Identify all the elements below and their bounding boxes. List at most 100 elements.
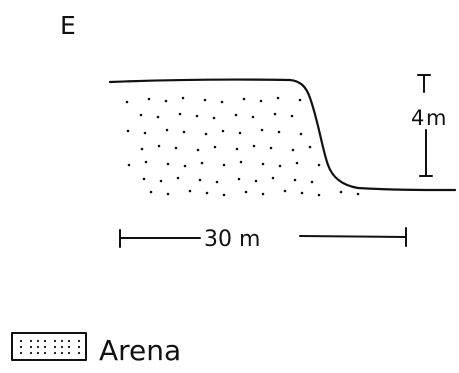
stipple-dot [125, 100, 129, 104]
stipple-dot [235, 147, 239, 151]
stipple-dot [261, 192, 265, 196]
stipple-dot [293, 178, 297, 182]
stipple-dot [43, 345, 47, 349]
stipple-dot [36, 345, 40, 349]
stipple-dot [43, 339, 47, 343]
stipple-dot [181, 96, 185, 100]
stipple-dot [220, 100, 224, 104]
stipple-dot [29, 339, 33, 343]
stipple-dot [147, 97, 151, 101]
stipple-dot [166, 192, 170, 196]
stipple-dot [127, 163, 131, 167]
stipple-dot [60, 339, 64, 343]
stipple-dot [156, 115, 160, 119]
stipple-dot [53, 351, 57, 355]
stipple-dot [139, 113, 143, 117]
stipple-dot [159, 179, 163, 183]
stipple-dot [77, 351, 81, 355]
stipple-dot [234, 113, 238, 117]
stipple-dot [251, 115, 255, 119]
legend-label-arena: Arena [99, 334, 181, 367]
stipple-dot [126, 129, 130, 133]
sand-stipple-fill [125, 96, 360, 197]
stipple-dot [213, 145, 217, 149]
stipple-dot [176, 176, 180, 180]
stipple-dot [222, 163, 226, 167]
stipple-dot [198, 178, 202, 182]
stipple-dot [67, 345, 71, 349]
stipple-dot [67, 351, 71, 355]
stipple-dot [290, 114, 294, 118]
stipple-dot [36, 351, 40, 355]
stipple-dot [221, 129, 225, 133]
stipple-dot [273, 112, 277, 116]
stipple-dot [339, 190, 343, 194]
stipple-dot [271, 176, 275, 180]
stipple-dot [196, 148, 200, 152]
stipple-dot [77, 345, 81, 349]
legend-swatch-sand [11, 332, 87, 361]
stipple-dot [204, 132, 208, 136]
stipple-dot [157, 144, 161, 148]
width-label: 30 m [204, 227, 260, 252]
legend-swatch-stipple [19, 339, 81, 355]
height-label-number: 4 [411, 106, 424, 130]
stipple-dot [261, 162, 265, 166]
stipple-dot [242, 97, 246, 101]
stipple-dot [222, 193, 226, 197]
stipple-dot [276, 96, 280, 100]
stipple-dot [143, 131, 147, 135]
stipple-dot [53, 345, 57, 349]
stipple-dot [165, 128, 169, 132]
stipple-dot [212, 116, 216, 120]
stipple-dot [140, 147, 144, 151]
stipple-dot [356, 192, 360, 196]
stipple-dot [310, 180, 314, 184]
terrain-profile-line [108, 78, 457, 192]
stipple-dot [291, 148, 295, 152]
stipple-dot [174, 146, 178, 150]
stipple-dot [244, 190, 248, 194]
stipple-dot [259, 99, 263, 103]
stipple-dot [269, 146, 273, 150]
stipple-dot [295, 161, 299, 165]
stipple-dot [144, 160, 148, 164]
stipple-dot [298, 98, 302, 102]
stipple-dot [166, 162, 170, 166]
stipple-dot [260, 128, 264, 132]
stipple-dot [183, 164, 187, 168]
stipple-dot [203, 98, 207, 102]
stipple-dot [60, 351, 64, 355]
stipple-dot [36, 339, 40, 343]
stipple-dot [182, 130, 186, 134]
stipple-dot [19, 339, 23, 343]
stipple-dot [205, 191, 209, 195]
stipple-dot [317, 163, 321, 167]
stipple-dot [142, 177, 146, 181]
stipple-dot [317, 193, 321, 197]
stipple-dot [252, 144, 256, 148]
stipple-dot [283, 189, 287, 193]
stipple-dot [277, 130, 281, 134]
stipple-dot [164, 99, 168, 103]
stipple-dot [278, 164, 282, 168]
width-scale-bar [119, 227, 407, 248]
stipple-dot [178, 112, 182, 116]
stipple-dot [254, 179, 258, 183]
stipple-dot [19, 351, 23, 355]
stipple-dot [195, 114, 199, 118]
stipple-dot [29, 345, 33, 349]
stipple-dot [29, 351, 33, 355]
panel-label: E [60, 11, 76, 40]
stipple-dot [308, 145, 312, 149]
stipple-dot [77, 339, 81, 343]
stipple-dot [237, 177, 241, 181]
height-scale-bar [417, 74, 433, 177]
stipple-dot [215, 180, 219, 184]
height-label-unit: m [426, 106, 446, 130]
stipple-dot [238, 131, 242, 135]
stipple-dot [67, 339, 71, 343]
stipple-dot [149, 190, 153, 194]
stipple-dot [53, 339, 57, 343]
